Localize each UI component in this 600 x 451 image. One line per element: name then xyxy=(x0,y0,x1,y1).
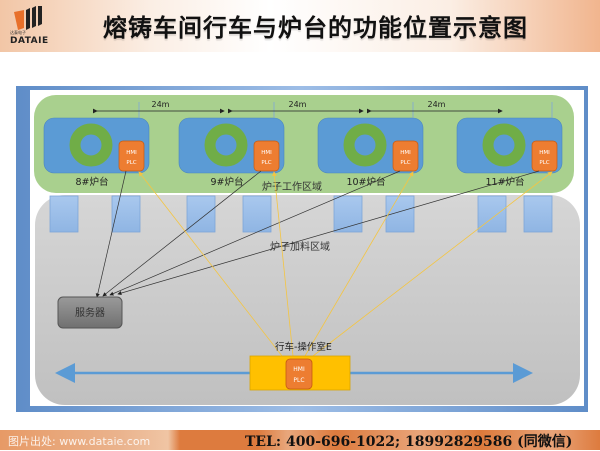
furnace-panel-hmi: HMI xyxy=(539,150,550,156)
crane-cab[interactable]: HMI PLC xyxy=(249,355,351,391)
footer-tel: TEL: 400-696-1022; 18992829586 (同微信) xyxy=(245,434,573,450)
crane-link-2 xyxy=(272,171,294,357)
furnace-panel xyxy=(118,140,145,172)
furnace-ring-icon xyxy=(69,123,113,167)
furnace-4[interactable]: HMI PLC 11#炉台 xyxy=(456,117,563,188)
furnace-panel-hmi: HMI xyxy=(400,150,411,156)
feed-zone xyxy=(35,195,580,405)
furnace-ring-icon xyxy=(343,123,387,167)
logo-small-text: 达泰电子 xyxy=(10,30,26,35)
loading-bay xyxy=(523,195,553,233)
loading-bay xyxy=(49,195,79,233)
server-link-3 xyxy=(109,170,401,296)
crane-link-4 xyxy=(312,171,553,357)
page-title: 熔铸车间行车与炉台的功能位置示意图 xyxy=(103,14,528,42)
furnace-panel xyxy=(531,140,558,172)
furnace-panel-plc: PLC xyxy=(261,160,271,166)
furnace-ring-icon xyxy=(204,123,248,167)
furnace-label: 11#炉台 xyxy=(485,176,524,188)
server-link-4 xyxy=(117,170,540,296)
furnace-panel-hmi: HMI xyxy=(126,150,137,156)
feed-zone-label: 炉子加料区域 xyxy=(270,240,330,253)
dimension-label: 24m xyxy=(428,100,446,109)
loading-bay xyxy=(111,195,141,233)
crane-panel-plc: PLC xyxy=(293,377,304,384)
server-node[interactable]: 服务器 xyxy=(57,296,123,329)
loading-bay xyxy=(477,195,507,233)
footer-bar: 图片出处: www.dataie.com TEL: 400-696-1022; … xyxy=(0,430,600,450)
furnace-ring-icon xyxy=(482,123,526,167)
loading-bay xyxy=(333,195,363,233)
loading-bay xyxy=(242,195,272,233)
dimension-label: 24m xyxy=(289,100,307,109)
footer-source: 图片出处: www.dataie.com xyxy=(8,435,151,448)
server-label: 服务器 xyxy=(75,306,105,319)
server-link-2 xyxy=(102,170,262,297)
furnace-panel xyxy=(253,140,280,172)
furnace-label: 9#炉台 xyxy=(210,176,243,188)
server-link-1 xyxy=(95,170,127,298)
crane-panel-hmi: HMI xyxy=(293,366,305,373)
furnace-3[interactable]: HMI PLC 10#炉台 xyxy=(317,117,424,188)
logo-text: DATAIE xyxy=(10,36,49,46)
furnace-panel-plc: PLC xyxy=(539,160,549,166)
furnace-panel-hmi: HMI xyxy=(261,150,272,156)
crane-link-1 xyxy=(138,171,283,357)
header-banner: 达泰电子 DATAIE 熔铸车间行车与炉台的功能位置示意图 xyxy=(0,0,600,52)
crane-panel xyxy=(285,358,313,390)
crane-label: 行车-操作室E xyxy=(275,341,332,353)
furnace-panel-plc: PLC xyxy=(400,160,410,166)
furnace-panel xyxy=(392,140,419,172)
dimension-label: 24m xyxy=(152,100,170,109)
furnace-1[interactable]: HMI PLC 8#炉台 xyxy=(43,117,150,188)
furnace-2[interactable]: HMI PLC 9#炉台 xyxy=(178,117,285,188)
furnace-label: 10#炉台 xyxy=(346,176,385,188)
furnace-label: 8#炉台 xyxy=(75,176,108,188)
work-zone-label: 炉子工作区域 xyxy=(262,180,322,193)
work-zone xyxy=(34,95,574,193)
crane-link-3 xyxy=(304,171,414,357)
dataie-logo-icon xyxy=(14,6,42,30)
furnace-panel-plc: PLC xyxy=(126,160,136,166)
loading-bay xyxy=(385,195,415,233)
